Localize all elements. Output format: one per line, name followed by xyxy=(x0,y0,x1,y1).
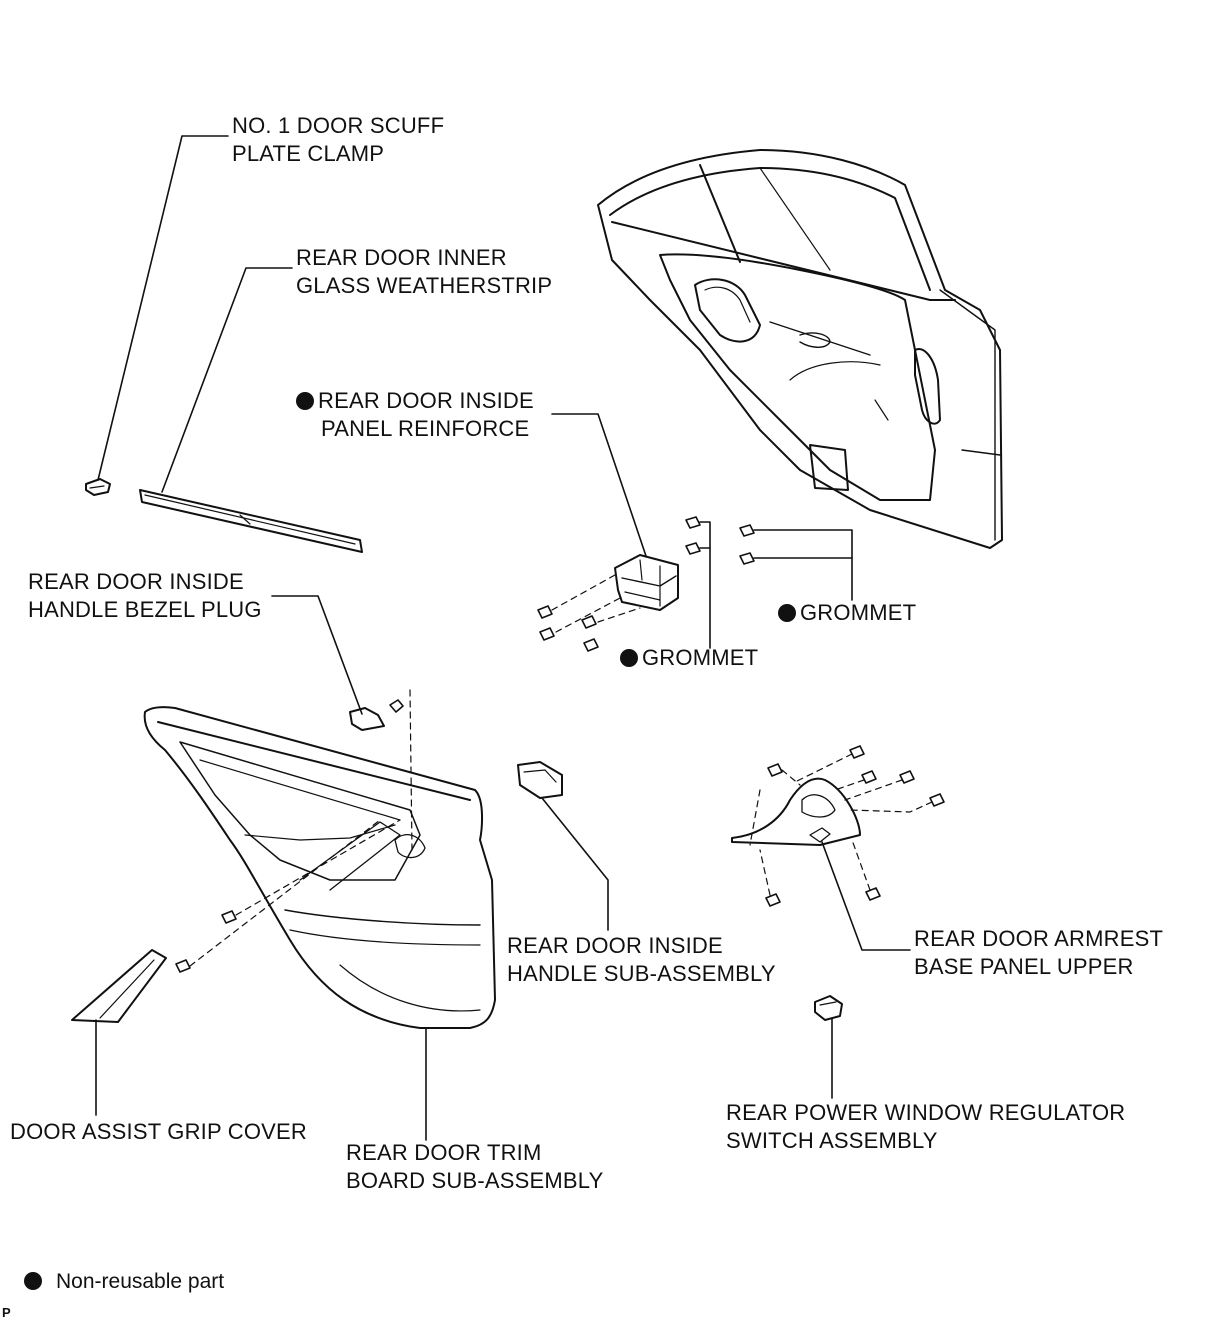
window-switch-part xyxy=(814,995,843,1021)
label-grommet-right: GROMMET xyxy=(778,599,916,627)
legend-text: Non-reusable part xyxy=(56,1270,225,1293)
label-panel-reinforce: REAR DOOR INSIDE PANEL REINFORCE xyxy=(296,387,534,443)
non-reusable-dot xyxy=(778,604,796,622)
panel-reinforce-part xyxy=(614,554,679,611)
label-grommet-left: GROMMET xyxy=(620,644,758,672)
weatherstrip-part xyxy=(139,489,363,553)
legend: Non-reusable part xyxy=(24,1270,224,1294)
armrest-base-part xyxy=(731,777,861,846)
trim-screws xyxy=(175,819,401,973)
trim-board-part xyxy=(143,706,496,1029)
non-reusable-dot xyxy=(296,392,314,410)
corner-mark: P xyxy=(2,1305,11,1320)
non-reusable-dot xyxy=(24,1272,42,1290)
rear-door-shell xyxy=(597,149,1003,549)
assist-grip-part xyxy=(71,949,167,1023)
bezel-plug-part xyxy=(349,689,413,851)
label-assist-grip-cover: DOOR ASSIST GRIP COVER xyxy=(10,1119,307,1144)
scuff-plate-clamp-part xyxy=(85,478,111,496)
non-reusable-dot xyxy=(620,649,638,667)
reinforce-screws xyxy=(537,574,641,652)
inside-handle-part xyxy=(517,761,563,799)
leader-lines xyxy=(95,135,911,1141)
armrest-screws xyxy=(749,745,945,907)
grommet-parts xyxy=(685,516,755,565)
